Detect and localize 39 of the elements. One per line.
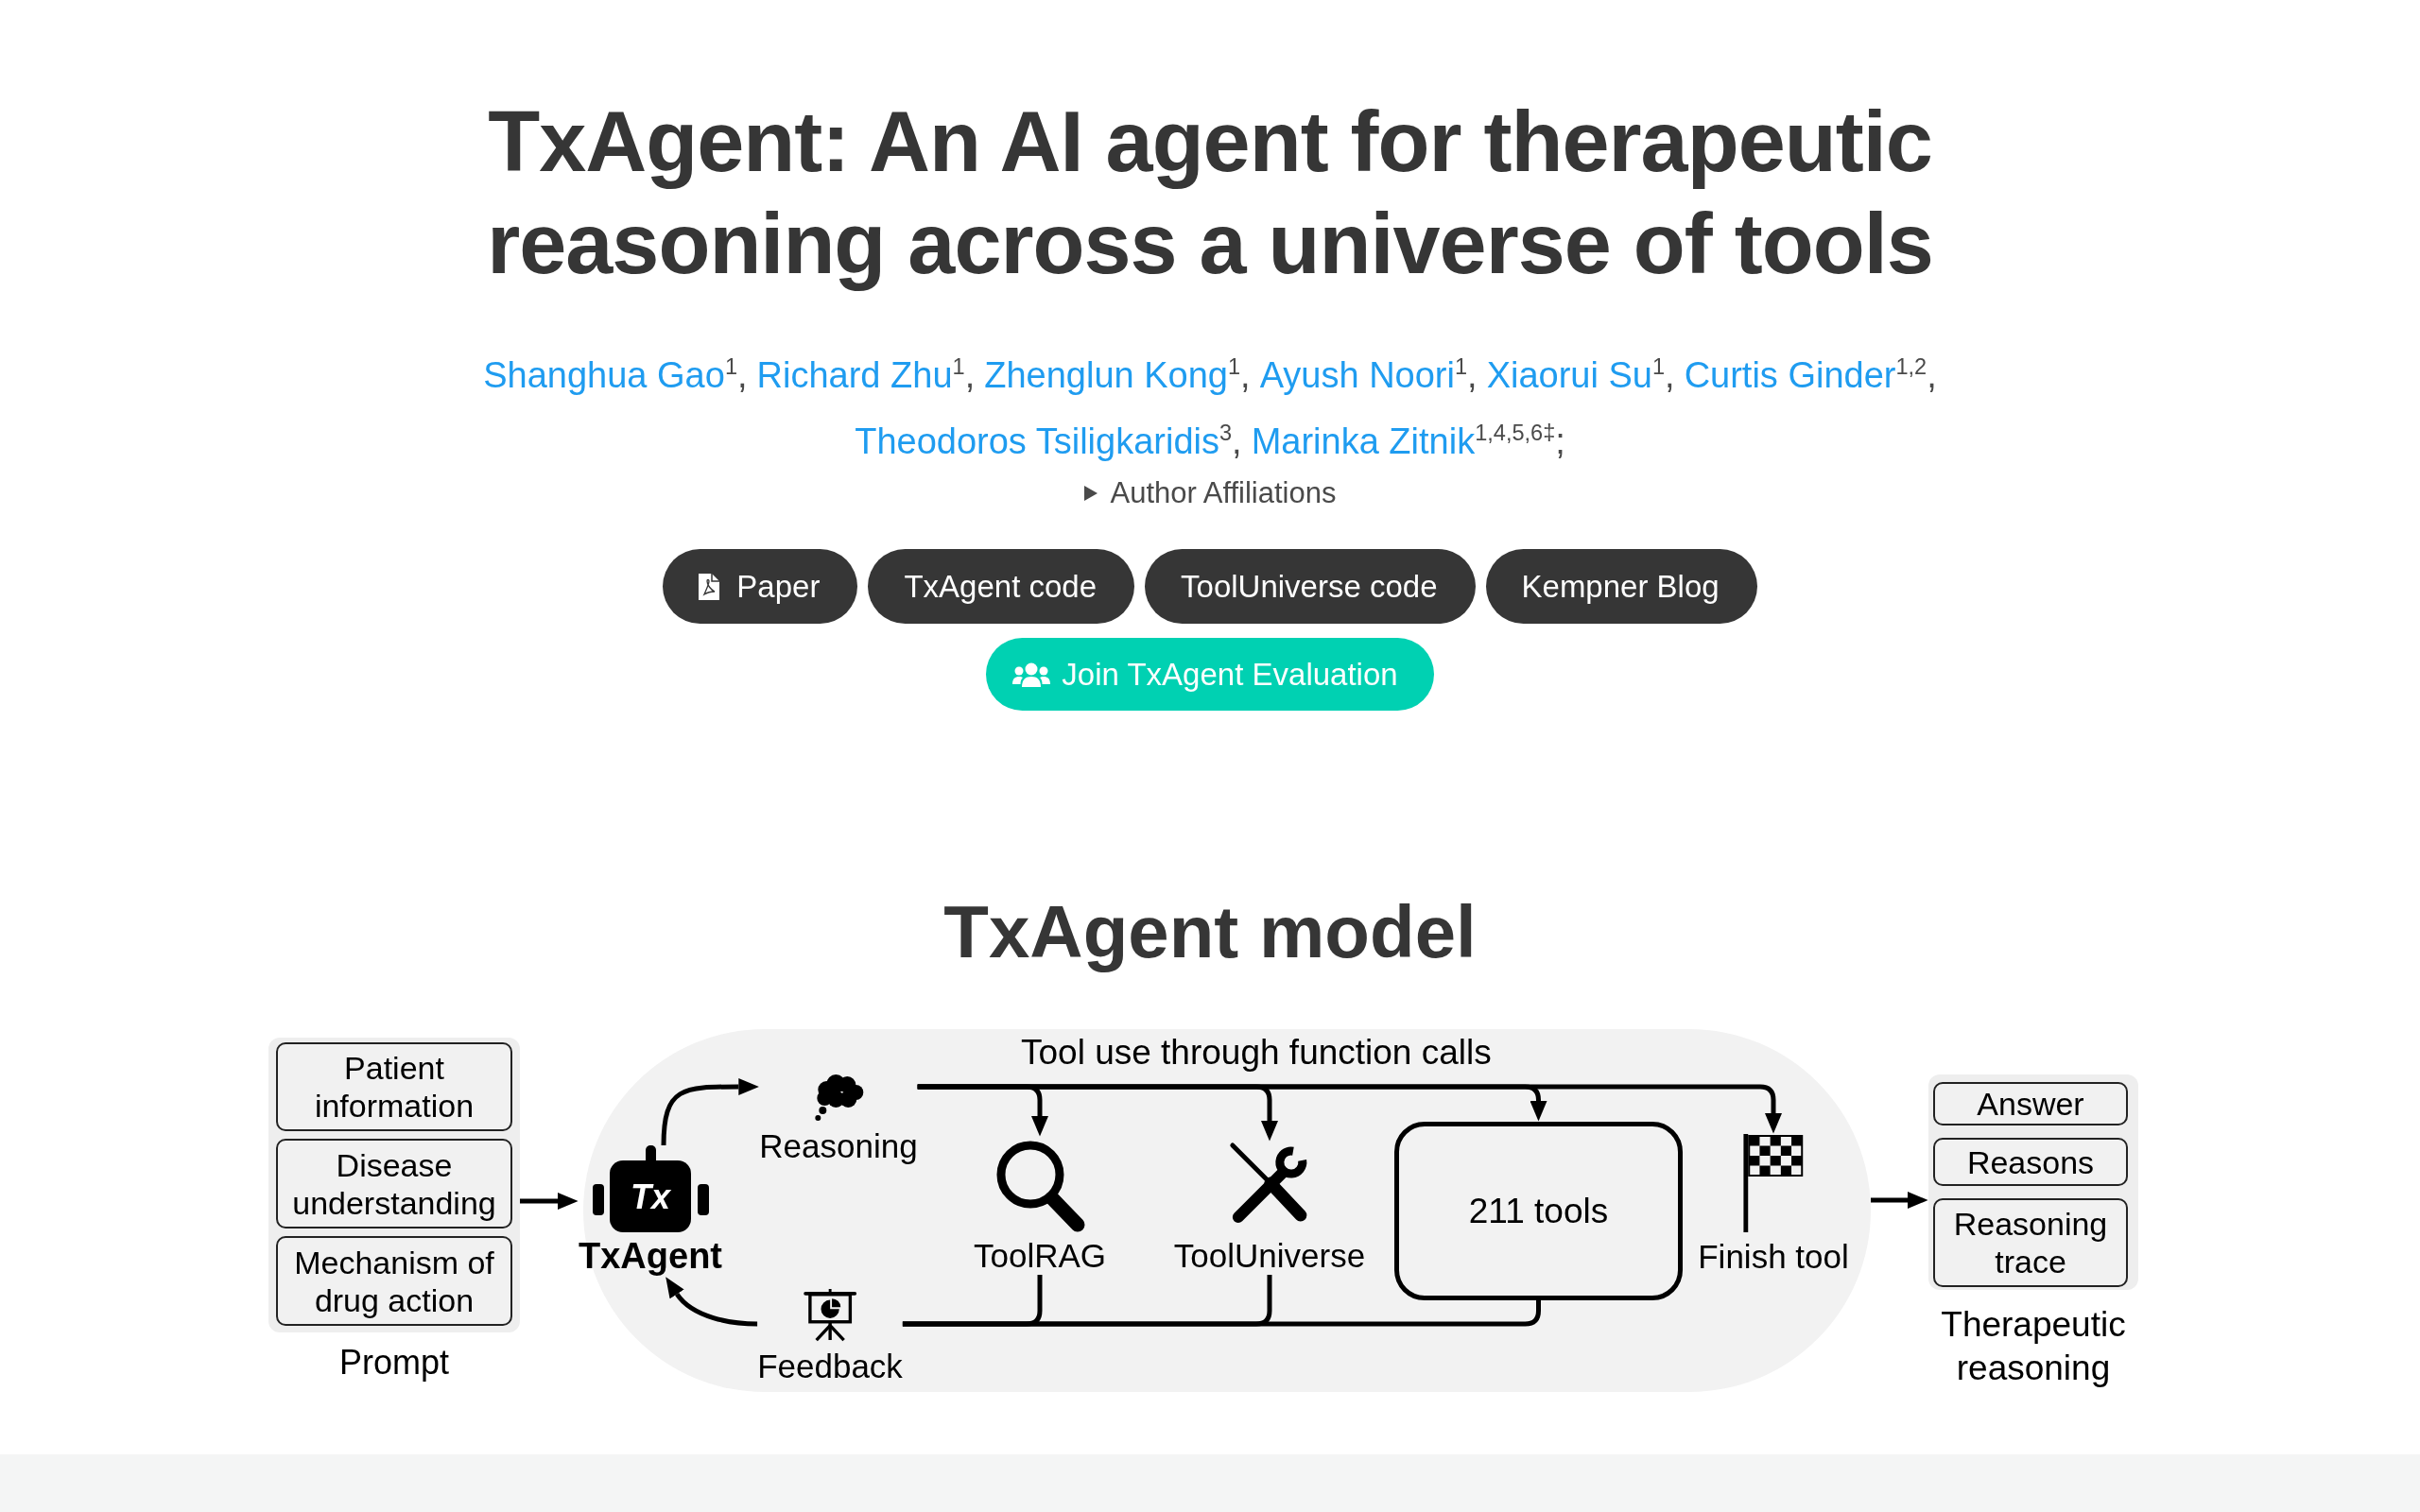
author-link: Zhenglun Kong$^{1}$, <box>984 352 1251 397</box>
prompt-card: Disease understanding <box>276 1139 512 1228</box>
arrow <box>664 1278 758 1327</box>
prompt-card: Mechanism of drug action <box>276 1236 512 1326</box>
arrow <box>661 1078 759 1146</box>
author-link: Theodoros Tsiligkaridis$^{3}$, <box>855 419 1242 463</box>
node-label: Reasoning <box>759 1127 918 1165</box>
author-link: Shanghua Gao$^{1}$, <box>483 352 748 397</box>
node-label: Finish tool <box>1698 1238 1849 1276</box>
node-label: ToolRAG <box>973 1237 1107 1275</box>
code-button: ToolUniverse code <box>1145 549 1476 624</box>
author-link: Richard Zhu$^{1}$, <box>756 352 976 397</box>
author-link: Ayush Noori$^{1}$, <box>1259 352 1478 397</box>
arrow <box>520 1193 579 1210</box>
connector-line <box>902 1300 1541 1327</box>
page-title: TxAgent: An AI agent for therapeutic reasoning across a universe of tools <box>486 94 1934 293</box>
output-card: Reasoning trace <box>1933 1198 2128 1287</box>
code-button: TxAgent code <box>868 549 1135 624</box>
node-label: TxAgent <box>579 1235 722 1277</box>
author-link: Curtis Ginder$^{1,2}$, <box>1684 352 1937 397</box>
author-link: Marinka Zitnik$^{1,4,5,6‡}$; <box>1251 419 1565 463</box>
arrow <box>917 1084 1782 1134</box>
panel-caption: Therapeutic reasoning <box>1940 1304 2127 1389</box>
node-label: Feedback <box>757 1348 903 1385</box>
evaluation-button: Join TxAgent Evaluation <box>986 638 1434 711</box>
paper-button: Paper <box>663 549 858 624</box>
output-card: Answer <box>1933 1082 2128 1125</box>
node-label: ToolUniverse <box>1173 1237 1366 1275</box>
author-link: Xiaorui Su$^{1}$, <box>1486 352 1675 397</box>
affiliations-toggle: Author Affiliations <box>1083 472 1337 514</box>
section-heading: TxAgent model <box>942 889 1478 975</box>
panel-caption: Prompt <box>337 1342 450 1383</box>
box-label: 211 tools <box>1468 1190 1609 1232</box>
blog-button: Kempner Blog <box>1485 549 1757 624</box>
prompt-card: Patient information <box>276 1042 512 1131</box>
arrow <box>1871 1192 1928 1209</box>
output-card: Reasons <box>1933 1138 2128 1186</box>
tool-collection-box <box>1394 1122 1683 1300</box>
panel-heading: Tool use through function calls <box>1021 1032 1492 1074</box>
